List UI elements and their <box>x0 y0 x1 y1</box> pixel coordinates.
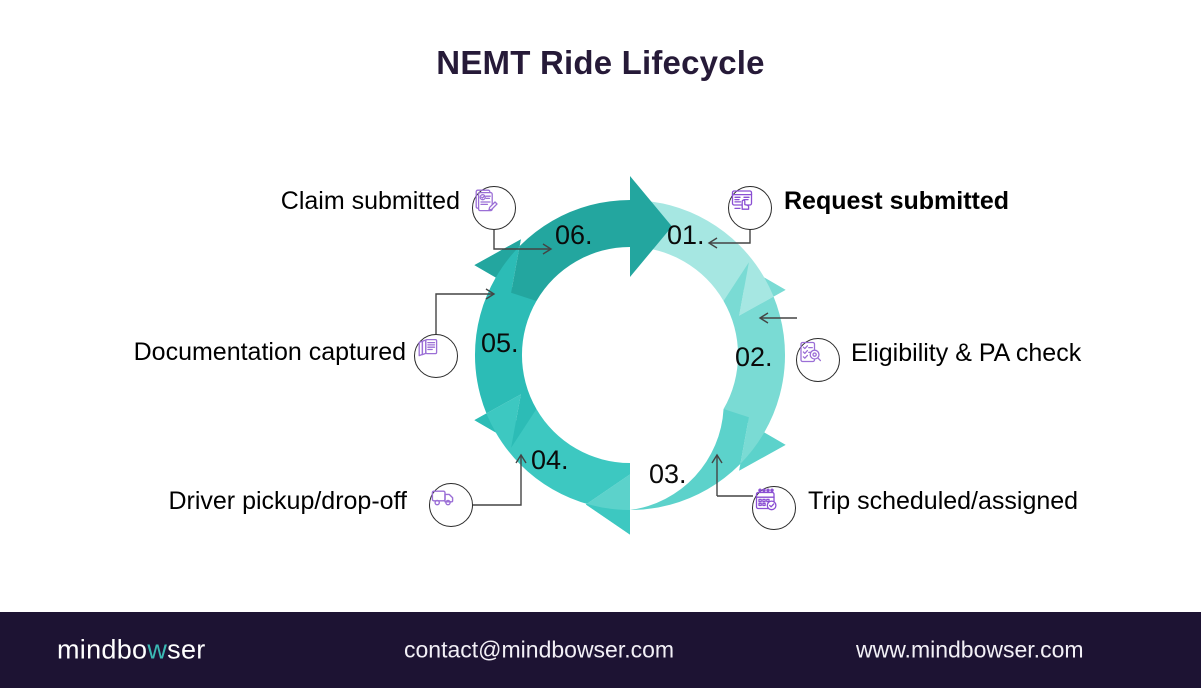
footer-email[interactable]: contact@mindbowser.com <box>404 636 675 663</box>
brand-logo-prefix: mindbo <box>57 634 148 665</box>
cycle-diagram: 06. 01. 02. 03. 04. 05. Reque <box>133 176 1082 535</box>
step-label-documentation-captured: Documentation captured <box>133 338 406 366</box>
connector-arrow-04 <box>515 453 527 464</box>
step-icon-eligibility-check[interactable] <box>796 338 840 382</box>
step-label-eligibility-check: Eligibility & PA check <box>851 339 1082 367</box>
cycle-ring <box>435 176 797 535</box>
brand-logo-highlight: w <box>147 634 168 665</box>
step-label-driver-pickup: Driver pickup/drop-off <box>168 487 407 515</box>
step-label-claim-submitted: Claim submitted <box>280 187 460 215</box>
ring-number-01: 01. <box>667 220 705 250</box>
footer-bar: mindbowser contact@mindbowser.com www.mi… <box>0 612 1201 688</box>
connector-arrow-05 <box>485 288 496 300</box>
ring-number-02: 02. <box>735 342 773 372</box>
ring-segment-03 <box>585 409 786 535</box>
connector-04 <box>473 455 522 506</box>
connector-lines <box>435 226 797 506</box>
step-icon-trip-scheduled[interactable] <box>752 486 796 530</box>
brand-logo[interactable]: mindbowser <box>57 635 206 666</box>
ring-segment-04 <box>474 394 630 535</box>
ring-number-03: 03. <box>649 459 687 489</box>
page-title: NEMT Ride Lifecycle <box>436 44 765 81</box>
step-icon-claim-submitted[interactable] <box>472 186 516 230</box>
ring-number-04: 04. <box>531 445 569 475</box>
brand-logo-suffix: ser <box>167 634 206 665</box>
connector-01 <box>709 226 751 244</box>
footer-website[interactable]: www.mindbowser.com <box>856 636 1084 663</box>
ring-number-06: 06. <box>555 220 593 250</box>
connector-arrow-06 <box>542 243 553 255</box>
ring-segment-02 <box>723 262 786 471</box>
connector-arrow-02 <box>758 312 769 324</box>
ring-segment-06 <box>474 176 672 301</box>
connector-06 <box>493 230 551 250</box>
step-label-trip-scheduled: Trip scheduled/assigned <box>808 487 1079 515</box>
step-icon-documentation-captured[interactable] <box>414 334 458 378</box>
connector-arrow-01 <box>707 237 718 249</box>
step-icon-request-submitted[interactable] <box>728 186 772 230</box>
connector-05 <box>435 293 494 334</box>
step-label-request-submitted: Request submitted <box>784 187 1010 215</box>
ring-segments <box>474 176 786 535</box>
connector-arrow-03 <box>711 453 723 464</box>
ring-number-05: 05. <box>481 328 519 358</box>
step-icon-driver-pickup[interactable] <box>429 483 473 527</box>
